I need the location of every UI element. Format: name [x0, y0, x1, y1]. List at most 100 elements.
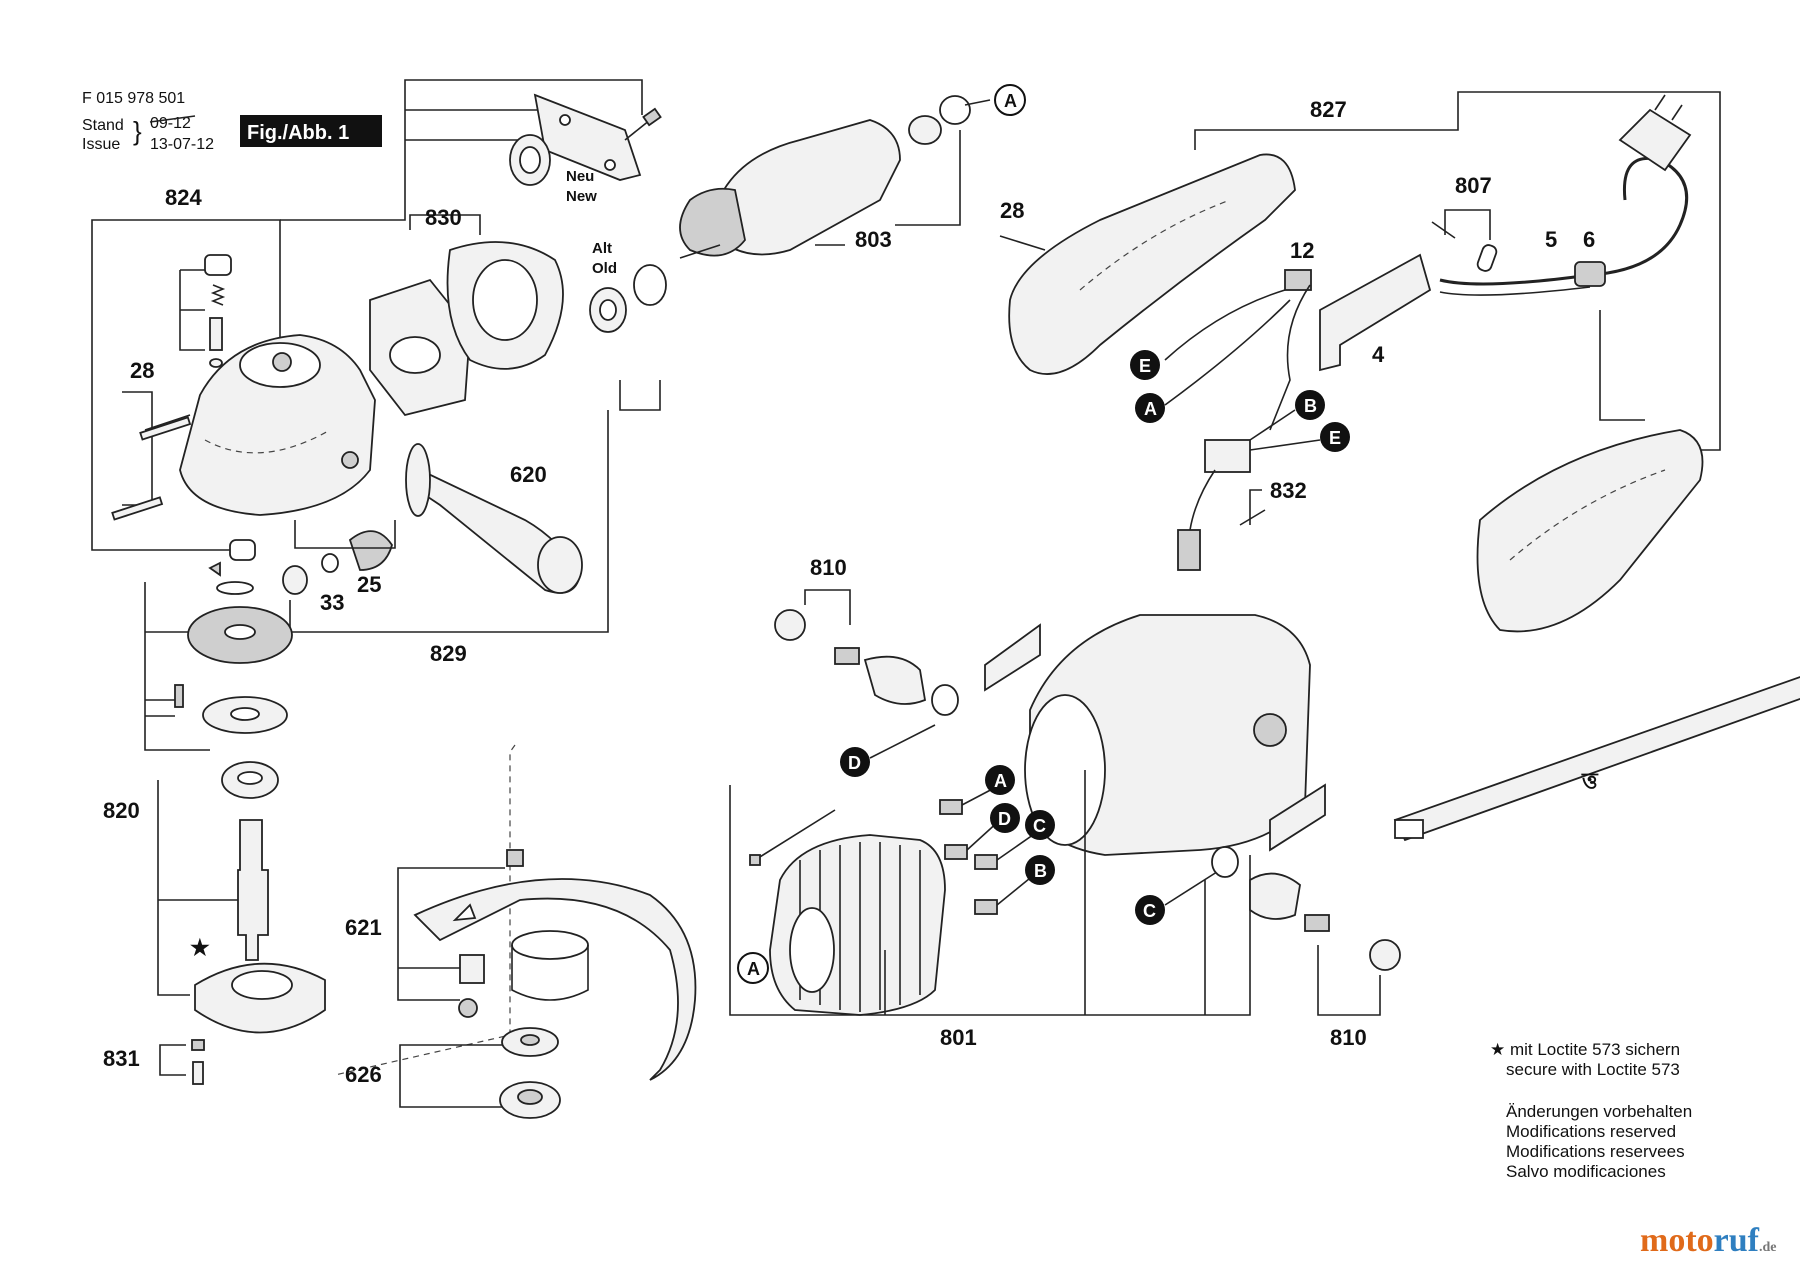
carbon-brush-top — [834, 647, 860, 665]
note-mod-en: Modifications reserved — [1506, 1122, 1677, 1141]
note-mod-fr: Modifications reservees — [1506, 1142, 1685, 1161]
connector-b-handle-label: B — [1304, 396, 1317, 416]
connector-c-field — [1025, 810, 1055, 840]
note-loctite-de: ★ mit Loctite 573 sichern — [1490, 1040, 1681, 1059]
part-803: 803 — [855, 227, 892, 252]
connector-a-field — [985, 765, 1015, 795]
switch-4 — [1319, 253, 1432, 372]
connector-e-a-label: E — [1139, 356, 1151, 376]
watermark-part-a: moto — [1640, 1222, 1714, 1259]
note-mod-de: Änderungen vorbehalten — [1506, 1102, 1693, 1121]
connector-e-b — [1320, 422, 1350, 452]
connector-a-handle — [1135, 393, 1165, 423]
part-25: 25 — [357, 572, 381, 597]
part-33: 33 — [320, 590, 344, 615]
mains-plug — [1618, 108, 1692, 172]
date-old: 09-12 — [150, 115, 191, 132]
brush-holder-top — [863, 655, 927, 705]
cable-sleeve — [1574, 261, 1606, 287]
part-831: 831 — [103, 1046, 140, 1071]
part-28-left: 28 — [130, 358, 154, 383]
carbon-brush-right — [1304, 914, 1330, 932]
brush-cap-top — [774, 609, 806, 641]
handle-shell-top — [1008, 153, 1296, 375]
brush-holder-right — [1249, 872, 1301, 920]
note-loctite-en: secure with Loctite 573 — [1506, 1060, 1680, 1079]
connector-a-coil-label: A — [747, 959, 760, 979]
part-12: 12 — [1290, 238, 1314, 263]
nut-33a — [282, 565, 308, 595]
brush-cap-right — [1369, 939, 1401, 971]
spindle — [237, 819, 269, 961]
part-4: 4 — [1372, 342, 1385, 367]
connector-b-handle — [1295, 390, 1325, 420]
part-829: 829 — [430, 641, 467, 666]
connector-a-handle-label: A — [1144, 399, 1157, 419]
connector-d-field — [990, 803, 1020, 833]
fan-wheel — [679, 187, 746, 257]
part-810-top: 810 — [810, 555, 847, 580]
connector-d-left — [840, 747, 870, 777]
part-5: 5 — [1545, 227, 1557, 252]
bearing-ring — [939, 95, 971, 125]
connector-block-12 — [1284, 269, 1312, 291]
notes-block: ★ mit Loctite 573 sichern secure with Lo… — [1490, 1040, 1692, 1182]
part-28-right: 28 — [1000, 198, 1024, 223]
doc-number: F 015 978 501 — [82, 90, 185, 107]
connector-a-top — [994, 84, 1026, 116]
gear-head-housing — [179, 334, 376, 516]
armature — [709, 119, 901, 256]
part-801: 801 — [940, 1025, 977, 1050]
pinion-25 — [348, 530, 393, 571]
watermark-part-c: .de — [1758, 1240, 1777, 1255]
stand-label: Stand — [82, 117, 124, 134]
connector-a-field-label: A — [994, 771, 1007, 791]
issue-label: Issue — [82, 136, 120, 153]
connector-a-coil — [737, 952, 769, 984]
part-830: 830 — [425, 205, 462, 230]
label-neu: Neu — [566, 168, 594, 185]
part-824: 824 — [165, 185, 202, 210]
watermark-part-b: ruf — [1713, 1222, 1759, 1259]
bearing-a — [908, 115, 942, 145]
part-832: 832 — [1270, 478, 1307, 503]
circlip — [633, 264, 667, 306]
part-820: 820 — [103, 798, 140, 823]
connector-a-top-label: A — [1004, 91, 1017, 111]
suppressor-832 — [1204, 439, 1251, 473]
connector-c-right-label: C — [1143, 901, 1156, 921]
guard-collar — [511, 930, 589, 960]
part-810-bottom: 810 — [1330, 1025, 1367, 1050]
part-620: 620 — [510, 462, 547, 487]
part-621: 621 — [345, 915, 382, 940]
connector-c-right — [1135, 895, 1165, 925]
label-alt: Alt — [592, 240, 612, 257]
figure-label: Fig./Abb. 1 — [247, 122, 349, 144]
connector-d-field-label: D — [998, 809, 1011, 829]
part-807: 807 — [1455, 173, 1492, 198]
connector-b-field-label: B — [1034, 861, 1047, 881]
part-626: 626 — [345, 1062, 382, 1087]
connector-e-b-label: E — [1329, 428, 1341, 448]
label-new: New — [566, 188, 597, 205]
strike-line — [149, 115, 196, 123]
watermark-logo: motoruf.de — [1640, 1222, 1776, 1260]
figure-label-box — [240, 115, 382, 147]
part-6: 6 — [1583, 227, 1595, 252]
connector-b-field — [1025, 855, 1055, 885]
label-old: Old — [592, 260, 617, 277]
part-827: 827 — [1310, 97, 1347, 122]
connector-c-field-label: C — [1033, 816, 1046, 836]
date-new: 13-07-12 — [150, 136, 214, 153]
spanner — [1393, 676, 1800, 842]
connector-e-a — [1130, 350, 1160, 380]
brace: } — [133, 116, 142, 146]
protective-guard — [413, 878, 697, 1081]
note-mod-es: Salvo modificaciones — [1506, 1162, 1666, 1181]
connector-d-left-label: D — [848, 753, 861, 773]
pin-cap — [204, 254, 232, 276]
star-mark: ★ — [190, 935, 210, 960]
handle-shell-bottom — [1476, 429, 1704, 633]
spanner-mark: ত্ত — [1581, 768, 1599, 793]
